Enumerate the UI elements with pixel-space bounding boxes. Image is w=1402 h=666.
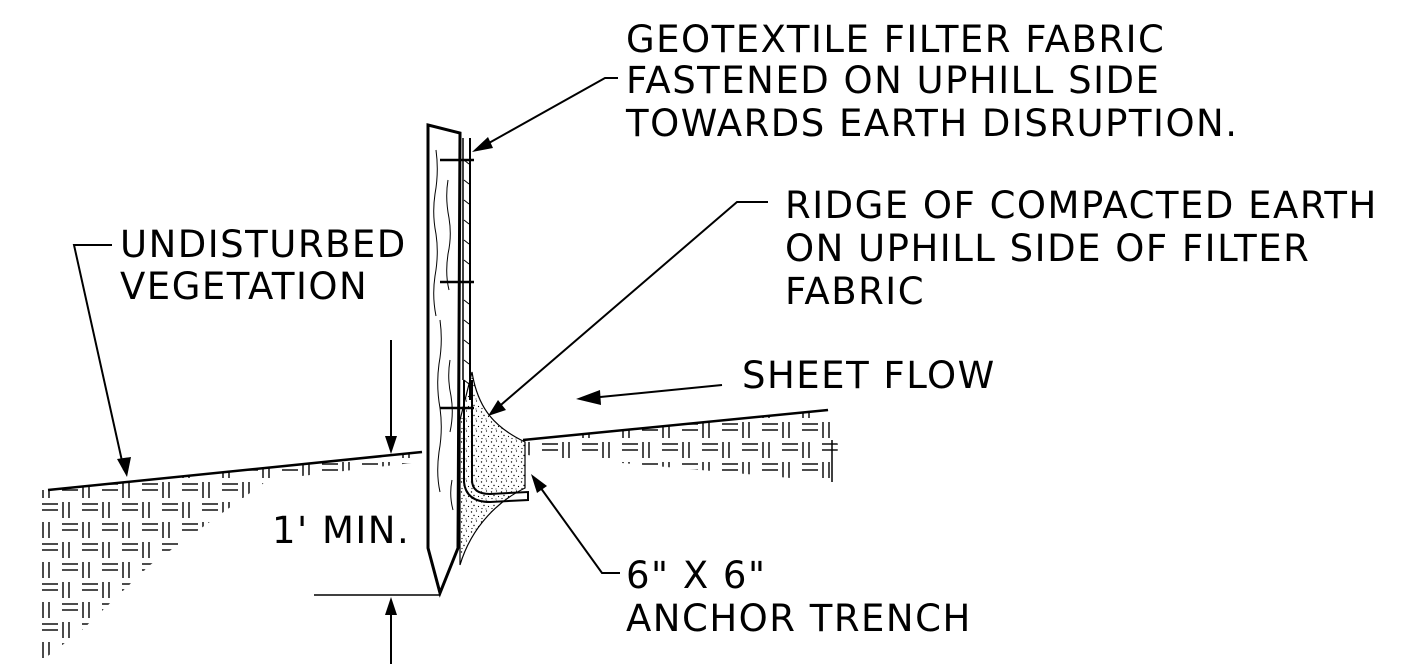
fabric-texture	[463, 159, 470, 385]
trench-label-line-1: 6" X 6"	[626, 554, 767, 597]
geotextile-label-line-1: GEOTEXTILE FILTER FABRIC	[626, 18, 1165, 61]
ridge-label-line-2: ON UPHILL SIDE OF FILTER	[785, 227, 1310, 270]
geotextile-label-line-2: FASTENED ON UPHILL SIDE	[626, 59, 1160, 102]
ridge-label-line-3: FABRIC	[785, 270, 925, 313]
vegetation-label-line-1: UNDISTURBED	[120, 223, 407, 266]
geotextile-leader	[479, 77, 618, 149]
sheet-flow-arrowhead	[576, 390, 601, 405]
ridge-leader	[494, 201, 768, 411]
depth-label: 1' MIN.	[272, 509, 410, 552]
compacted-earth-ridge	[459, 371, 526, 566]
vegetation-leader	[72, 244, 125, 471]
ridge-label: RIDGE OF COMPACTED EARTH ON UPHILL SIDE …	[785, 184, 1391, 313]
trench-leader	[534, 479, 620, 574]
sheet-flow-label: SHEET FLOW	[742, 354, 996, 397]
ridge-arrowhead	[488, 400, 506, 416]
vegetation-label: UNDISTURBED VEGETATION	[120, 223, 420, 308]
undisturbed-soil-left	[40, 453, 420, 662]
anchor-trench-fabric	[463, 380, 529, 504]
ground-line-right	[522, 408, 829, 442]
dimension-arrowhead-top	[385, 436, 397, 454]
geotextile-arrowhead	[472, 137, 493, 152]
ground-line-left	[47, 450, 423, 492]
dimension-arrowhead-bottom	[385, 597, 397, 615]
trench-label: 6" X 6" ANCHOR TRENCH	[626, 554, 972, 640]
ridge-label-line-1: RIDGE OF COMPACTED EARTH	[785, 184, 1378, 227]
undisturbed-soil-right	[525, 410, 838, 482]
geotextile-label: GEOTEXTILE FILTER FABRIC FASTENED ON UPH…	[625, 18, 1239, 145]
vegetation-label-line-2: VEGETATION	[120, 265, 368, 308]
trench-arrowhead	[531, 474, 547, 493]
wooden-stake	[426, 123, 462, 598]
geotextile-label-line-3: TOWARDS EARTH DISRUPTION.	[625, 102, 1239, 145]
sheet-flow-arrow	[589, 384, 723, 399]
trench-label-line-2: ANCHOR TRENCH	[626, 597, 972, 640]
fabric-fasteners	[440, 158, 474, 410]
vegetation-arrowhead	[117, 457, 131, 477]
